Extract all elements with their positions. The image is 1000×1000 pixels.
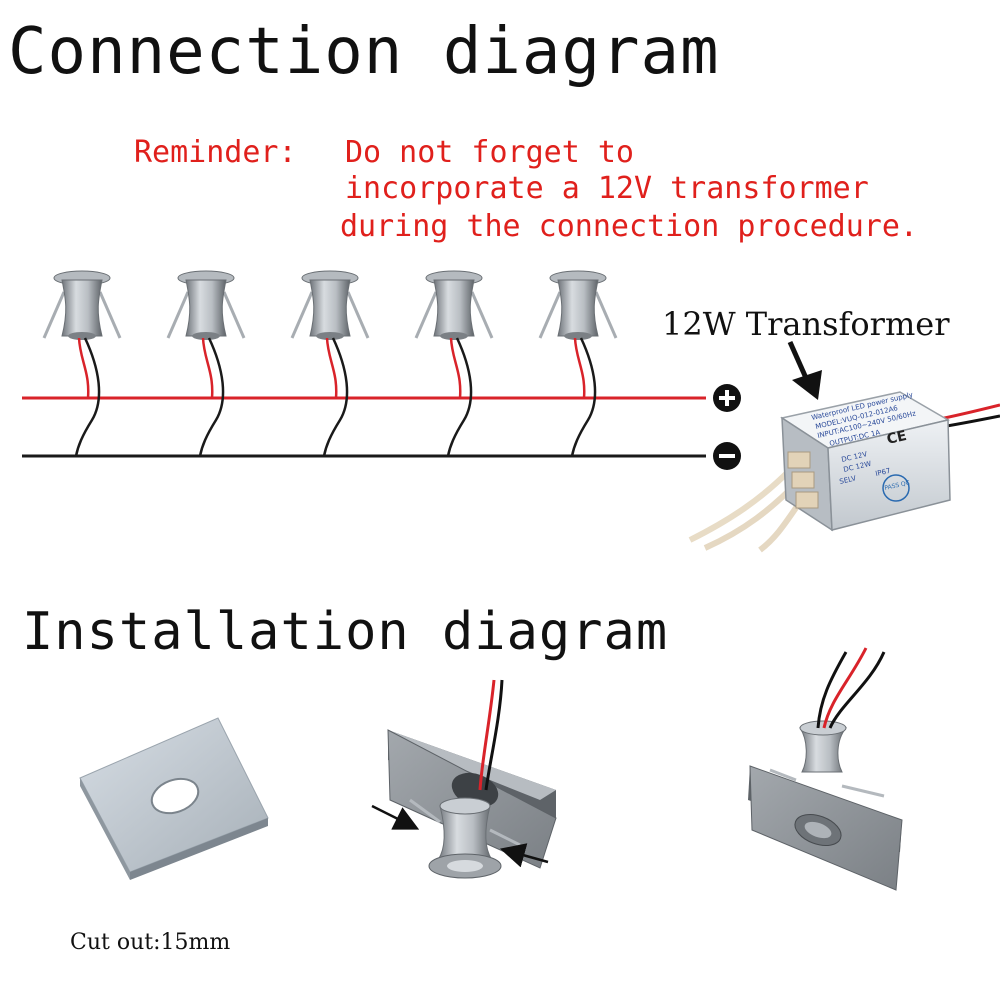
led-light-2-icon	[166, 270, 246, 457]
led-light-3-icon	[290, 270, 370, 457]
installed-light-step-icon	[748, 647, 903, 891]
cutout-label: Cut out:15mm	[70, 930, 231, 955]
transformer-arrow-head	[792, 370, 822, 400]
transformer-label: 12W Transformer	[662, 305, 950, 343]
led-light-1-icon	[42, 270, 122, 457]
positive-terminal-icon	[713, 384, 741, 412]
transformer-arrow	[787, 340, 809, 380]
cutout-plate-icon	[79, 717, 269, 880]
led-lights-row	[42, 270, 618, 457]
reminder-line-3: during the connection procedure.	[340, 209, 918, 244]
pass-qc-badge-icon	[882, 474, 910, 502]
installation-diagram-title: Installation diagram	[22, 602, 669, 662]
reminder-line-2: incorporate a 12V transformer	[345, 171, 869, 206]
negative-terminal-icon	[713, 442, 741, 470]
transformer-print-selv: SELV	[839, 474, 857, 486]
connection-diagram-title: Connection diagram	[8, 15, 720, 89]
ce-mark: CE	[885, 428, 908, 448]
transformer-icon: Waterproof LED power supply MODEL:VUQ-01…	[688, 391, 1000, 553]
transformer-print-ip: IP67	[875, 467, 892, 478]
reminder-line-1: Do not forget to	[345, 135, 634, 170]
led-light-5-icon	[538, 270, 618, 457]
reminder-label: Reminder:	[134, 135, 297, 170]
led-light-4-icon	[414, 270, 494, 457]
insert-light-step-icon	[371, 679, 557, 879]
